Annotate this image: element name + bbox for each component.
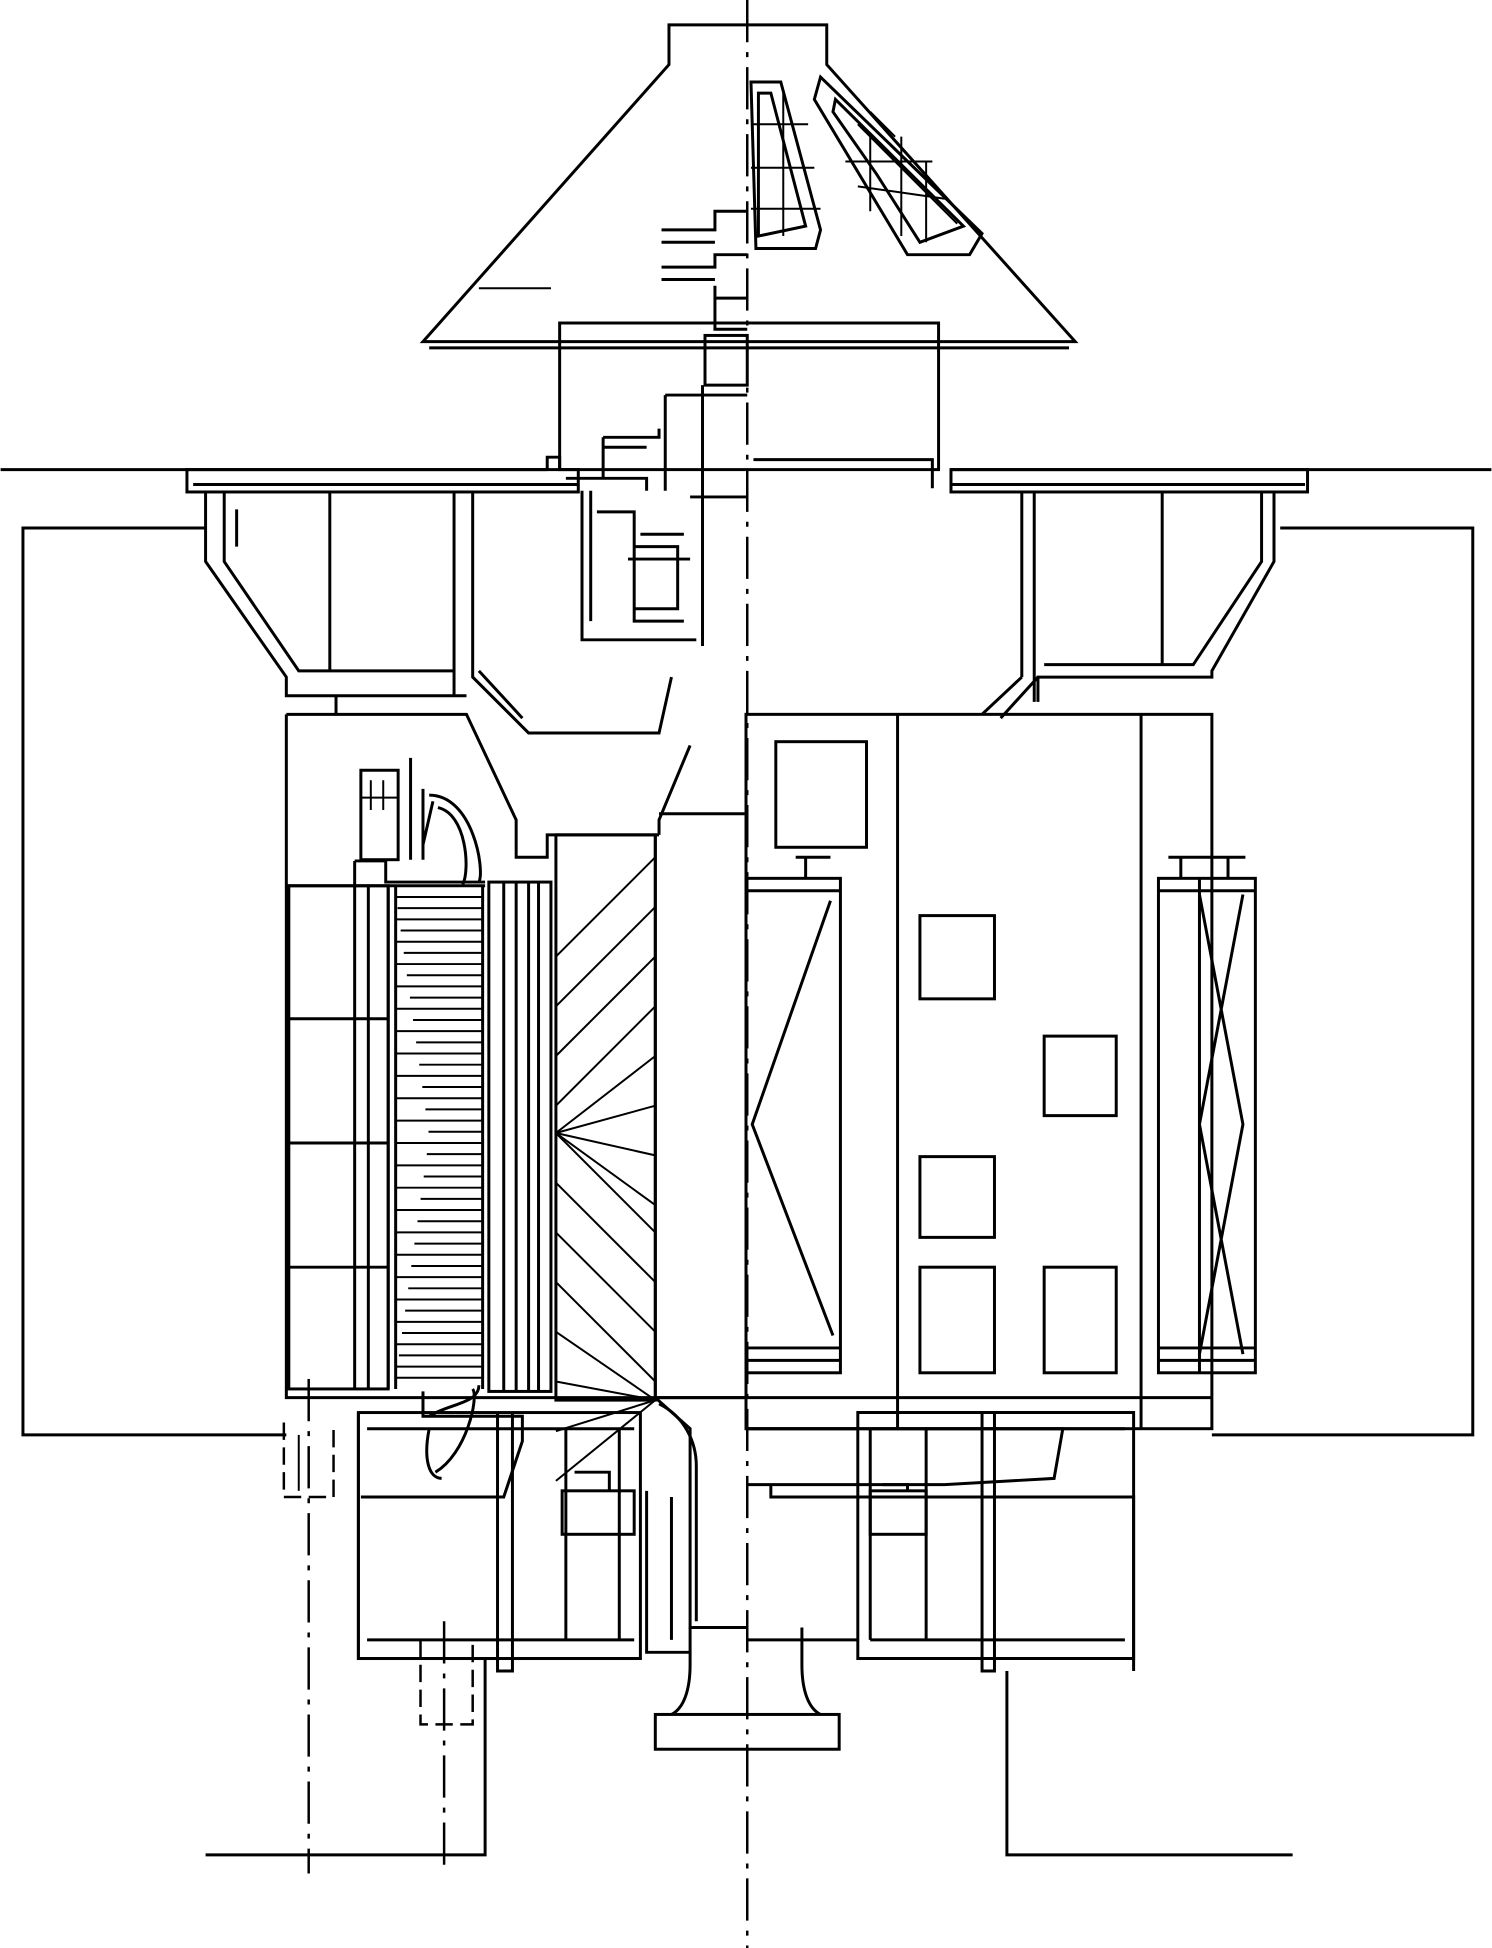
hatch-line [555,955,657,1057]
window-1 [774,740,868,849]
thrust-flange [653,1627,841,1751]
exciter-column [558,321,941,647]
hatch-line [555,1380,656,1402]
hatch-line [555,1182,657,1283]
hatch-line [555,1399,656,1433]
auxiliary-centerlines [282,1379,474,1874]
hatch-line [555,1231,657,1333]
field-coil-right-inner [744,855,842,1375]
window-5 [918,1265,996,1375]
window-4 [918,1155,996,1239]
foundation [205,1657,1293,1857]
hatch-line [555,1005,657,1107]
upper-bracket-left [21,491,673,1437]
stator-core-grid [287,884,390,1391]
field-coil-right-outer [1156,855,1257,1375]
shaft-and-hub [653,834,748,1629]
window-3 [1042,1034,1118,1118]
upper-bracket-right [981,491,1475,1437]
hatch-line [555,1055,656,1134]
hatch-line [555,856,657,958]
hatch-line [555,1330,656,1401]
top-plate [185,455,1310,494]
window-6 [1042,1265,1118,1375]
rotor-pole-hatched [554,833,657,1482]
hatch-line [555,1132,656,1157]
window-2 [918,914,996,1001]
right-cabinet [744,712,1214,1431]
stator-frame-left [284,712,746,1400]
stator-laminations [386,885,485,1389]
hatch-line [555,1281,657,1383]
hatch-line [555,1132,656,1206]
hatch-line [555,1132,657,1234]
top-cover-cone [419,23,1079,350]
hatch-line [555,906,657,1008]
hatch-line [555,1104,656,1134]
